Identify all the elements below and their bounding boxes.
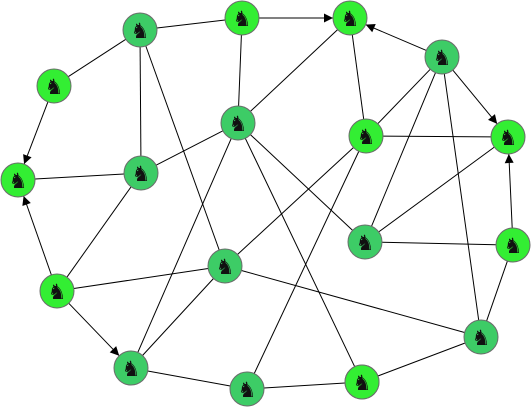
- edge: [381, 241, 497, 246]
- graph-node[interactable]: ♞: [113, 350, 149, 386]
- graph-node[interactable]: ♞: [220, 105, 256, 141]
- edge: [250, 29, 338, 112]
- graph-node[interactable]: ♞: [122, 12, 158, 48]
- knight-chess-icon: ♞: [132, 162, 151, 186]
- node-circle: [113, 350, 149, 386]
- knight-chess-icon: ♞: [357, 125, 376, 149]
- edge: [67, 38, 127, 78]
- edge: [73, 268, 209, 289]
- node-circle: [220, 105, 256, 141]
- directed-edge: [68, 302, 120, 357]
- edge: [263, 382, 346, 389]
- edge: [250, 134, 353, 231]
- graph-node[interactable]: ♞: [347, 224, 383, 260]
- edge: [377, 68, 431, 125]
- graph-node[interactable]: ♞: [224, 0, 260, 36]
- edge: [142, 278, 214, 356]
- node-circle: [36, 68, 72, 104]
- node-circle: [495, 227, 531, 263]
- knight-chess-icon: ♞: [131, 19, 150, 43]
- node-circle: [332, 0, 368, 36]
- edge: [137, 138, 232, 353]
- node-circle: [424, 39, 460, 75]
- node-circle: [122, 12, 158, 48]
- graph-node[interactable]: ♞: [490, 119, 526, 155]
- knight-chess-icon: ♞: [233, 7, 252, 31]
- edge: [145, 45, 220, 251]
- knight-chess-icon: ♞: [499, 126, 518, 150]
- node-circle: [229, 371, 265, 407]
- directed-edge: [365, 23, 427, 51]
- edge: [238, 34, 242, 107]
- knight-chess-icon: ♞: [9, 169, 28, 193]
- node-circle: [347, 224, 383, 260]
- node-circle: [490, 119, 526, 155]
- edges-layer: [22, 13, 514, 389]
- edge: [377, 342, 466, 377]
- knight-chess-icon: ♞: [504, 234, 523, 258]
- edge: [253, 151, 360, 374]
- knight-chess-icon: ♞: [238, 378, 257, 402]
- node-circle: [39, 273, 75, 309]
- node-circle: [348, 118, 384, 154]
- graph-node[interactable]: ♞: [495, 227, 531, 263]
- edge: [237, 147, 354, 255]
- node-circle: [463, 319, 499, 355]
- edge: [155, 130, 224, 166]
- edge: [241, 270, 465, 333]
- graph-node[interactable]: ♞: [39, 273, 75, 309]
- graph-node[interactable]: ♞: [229, 371, 265, 407]
- knight-chess-icon: ♞: [353, 371, 372, 395]
- edge: [486, 260, 508, 322]
- directed-edge: [452, 69, 498, 125]
- graph-node[interactable]: ♞: [463, 319, 499, 355]
- graph-node[interactable]: ♞: [348, 118, 384, 154]
- node-circle: [207, 248, 243, 284]
- knight-chess-icon: ♞: [472, 326, 491, 350]
- node-circle: [123, 155, 159, 191]
- edge: [147, 370, 231, 387]
- directed-edge: [23, 101, 49, 165]
- knight-chess-icon: ♞: [341, 7, 360, 31]
- graph-node[interactable]: ♞: [0, 162, 36, 198]
- knight-chess-icon: ♞: [433, 46, 452, 70]
- node-circle: [0, 162, 36, 198]
- directed-edge: [22, 195, 52, 276]
- graph-node[interactable]: ♞: [344, 364, 380, 400]
- knight-chess-icon: ♞: [45, 75, 64, 99]
- knight-chess-icon: ♞: [216, 255, 235, 279]
- edge: [378, 146, 495, 233]
- node-circle: [224, 0, 260, 36]
- graph-node[interactable]: ♞: [36, 68, 72, 104]
- edge: [34, 173, 125, 180]
- graph-node[interactable]: ♞: [123, 155, 159, 191]
- edge: [351, 34, 365, 120]
- graph-node[interactable]: ♞: [332, 0, 368, 36]
- edge: [66, 186, 132, 278]
- knight-chess-icon: ♞: [48, 280, 67, 304]
- graph-node[interactable]: ♞: [207, 248, 243, 284]
- knight-chess-icon: ♞: [229, 112, 248, 136]
- edge: [244, 138, 356, 367]
- knight-chess-icon: ♞: [356, 231, 375, 255]
- edge: [371, 72, 436, 227]
- directed-edge: [504, 153, 514, 229]
- node-circle: [344, 364, 380, 400]
- edge: [382, 135, 492, 138]
- edge: [443, 73, 480, 321]
- edge: [139, 46, 142, 157]
- edge: [156, 19, 226, 29]
- knight-chess-icon: ♞: [122, 357, 141, 381]
- graph-node[interactable]: ♞: [424, 39, 460, 75]
